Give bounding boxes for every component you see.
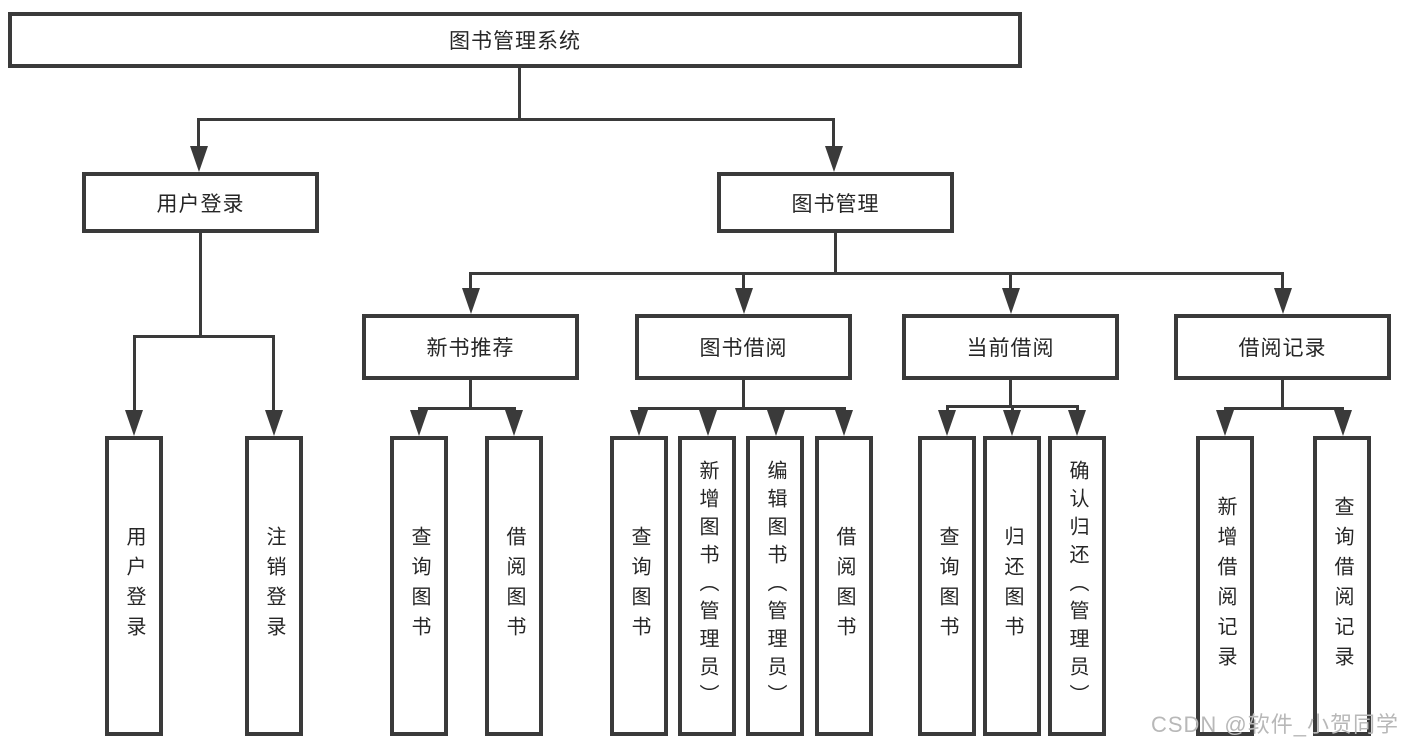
node-new-book-rec: 新书推荐: [362, 314, 579, 380]
arrowhead-down-icon: [938, 410, 956, 436]
connector-line: [197, 118, 200, 150]
leaf-query-books-1-label: 查询图书: [408, 526, 430, 646]
connector-line: [469, 380, 472, 407]
leaf-borrow-books-2-label: 借阅图书: [833, 526, 855, 646]
arrowhead-down-icon: [410, 410, 428, 436]
connector-line: [832, 118, 835, 150]
connector-line: [1224, 407, 1344, 410]
connector-line: [1281, 380, 1284, 407]
node-root: 图书管理系统: [8, 12, 1022, 68]
connector-line: [638, 407, 846, 410]
arrowhead-down-icon: [1274, 288, 1292, 314]
arrowhead-down-icon: [630, 410, 648, 436]
leaf-add-books-admin: 新增图书（管理员）: [678, 436, 736, 736]
node-root-label: 图书管理系统: [449, 30, 581, 53]
connector-line: [469, 272, 472, 292]
arrowhead-down-icon: [190, 146, 208, 172]
leaf-add-borrow-record: 新增借阅记录: [1196, 436, 1254, 736]
arrowhead-down-icon: [835, 410, 853, 436]
arrowhead-down-icon: [1003, 410, 1021, 436]
leaf-query-borrow-record: 查询借阅记录: [1313, 436, 1371, 736]
leaf-edit-books-admin-label: 编辑图书（管理员）: [764, 460, 786, 712]
connector-line: [133, 335, 274, 338]
node-book-mgmt-label: 图书管理: [791, 192, 880, 216]
arrowhead-down-icon: [825, 146, 843, 172]
arrowhead-down-icon: [1002, 288, 1020, 314]
node-borrow-records: 借阅记录: [1174, 314, 1391, 380]
connector-line: [469, 272, 1284, 275]
node-book-borrow-label: 图书借阅: [699, 337, 788, 360]
connector-line: [742, 380, 745, 407]
watermark: CSDN @软件_小贺同学: [1150, 712, 1399, 737]
leaf-borrow-books-2: 借阅图书: [815, 436, 873, 736]
leaf-return-books: 归还图书: [983, 436, 1041, 736]
arrowhead-down-icon: [462, 288, 480, 314]
connector-line: [197, 118, 834, 121]
arrowhead-down-icon: [265, 410, 283, 436]
leaf-add-borrow-record-label: 新增借阅记录: [1214, 496, 1236, 676]
leaf-query-books-3-label: 查询图书: [936, 526, 958, 646]
node-user-login-label: 用户登录: [156, 192, 245, 216]
arrowhead-down-icon: [1216, 410, 1234, 436]
leaf-edit-books-admin: 编辑图书（管理员）: [746, 436, 804, 736]
leaf-query-books-2-label: 查询图书: [628, 526, 650, 646]
arrowhead-down-icon: [1068, 410, 1086, 436]
connector-line: [518, 68, 521, 118]
connector-line: [1009, 272, 1012, 292]
connector-line: [133, 335, 136, 412]
node-borrow-records-label: 借阅记录: [1238, 337, 1327, 360]
leaf-query-books-1: 查询图书: [390, 436, 448, 736]
leaf-query-borrow-record-label: 查询借阅记录: [1331, 496, 1353, 676]
arrowhead-down-icon: [767, 410, 785, 436]
leaf-user-login: 用户登录: [105, 436, 163, 736]
arrowhead-down-icon: [505, 410, 523, 436]
leaf-query-books-3: 查询图书: [918, 436, 976, 736]
connector-line: [1281, 272, 1284, 292]
leaf-confirm-return-admin-label: 确认归还（管理员）: [1066, 460, 1088, 712]
node-user-login: 用户登录: [82, 172, 319, 233]
leaf-logout-label: 注销登录: [263, 526, 285, 646]
arrowhead-down-icon: [699, 410, 717, 436]
arrowhead-down-icon: [1334, 410, 1352, 436]
leaf-borrow-books-1: 借阅图书: [485, 436, 543, 736]
arrowhead-down-icon: [125, 410, 143, 436]
connector-line: [418, 407, 516, 410]
connector-line: [1076, 405, 1079, 414]
node-current-borrow-label: 当前借阅: [966, 337, 1055, 360]
node-book-borrow: 图书借阅: [635, 314, 852, 380]
connector-line: [742, 272, 745, 292]
connector-line: [1009, 380, 1012, 405]
leaf-return-books-label: 归还图书: [1001, 526, 1023, 646]
leaf-user-login-label: 用户登录: [123, 526, 145, 646]
node-new-book-rec-label: 新书推荐: [426, 337, 515, 360]
connector-line: [199, 233, 202, 335]
node-book-mgmt: 图书管理: [717, 172, 954, 233]
leaf-borrow-books-1-label: 借阅图书: [503, 526, 525, 646]
connector-line: [1011, 405, 1014, 414]
leaf-add-books-admin-label: 新增图书（管理员）: [696, 460, 718, 712]
connector-line: [834, 233, 837, 272]
node-current-borrow: 当前借阅: [902, 314, 1119, 380]
connector-line: [272, 335, 275, 412]
leaf-confirm-return-admin: 确认归还（管理员）: [1048, 436, 1106, 736]
leaf-query-books-2: 查询图书: [610, 436, 668, 736]
leaf-logout: 注销登录: [245, 436, 303, 736]
connector-line: [946, 405, 949, 414]
arrowhead-down-icon: [735, 288, 753, 314]
